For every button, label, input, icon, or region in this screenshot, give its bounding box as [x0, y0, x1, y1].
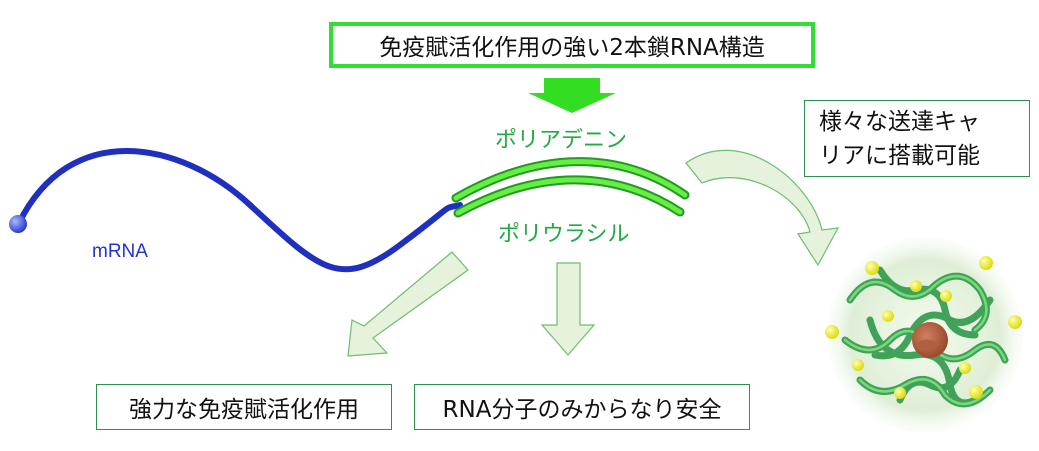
immune-benefit-box: 強力な免疫賦活化作用	[96, 384, 392, 430]
carrier-text-line-1: 様々な送達キャ	[819, 108, 980, 135]
poly-a-label: ポリアデニン	[495, 128, 628, 153]
safety-arrow	[540, 262, 596, 356]
mrna-label: mRNA	[92, 241, 148, 262]
immune-arrow	[347, 251, 469, 357]
poly-u-label: ポリウラシル	[498, 222, 630, 247]
carrier-box: 様々な送達キャ リアに搭載可能	[804, 100, 1030, 177]
title-down-arrow	[528, 78, 616, 113]
carrier-arrow	[685, 149, 840, 267]
mrna-strand	[16, 148, 463, 273]
mrna-cap-ball	[9, 215, 27, 233]
title-text: 免疫賦活化作用の強い2本鎖RNA構造	[379, 35, 765, 61]
carrier-particle	[825, 237, 1023, 433]
immune-benefit-text: 強力な免疫賦活化作用	[129, 397, 359, 423]
title-box: 免疫賦活化作用の強い2本鎖RNA構造	[329, 22, 815, 68]
safety-benefit-text: RNA分子のみからなり安全	[442, 397, 722, 423]
safety-benefit-box: RNA分子のみからなり安全	[414, 384, 750, 430]
carrier-text-line-2: リアに搭載可能	[819, 142, 980, 169]
